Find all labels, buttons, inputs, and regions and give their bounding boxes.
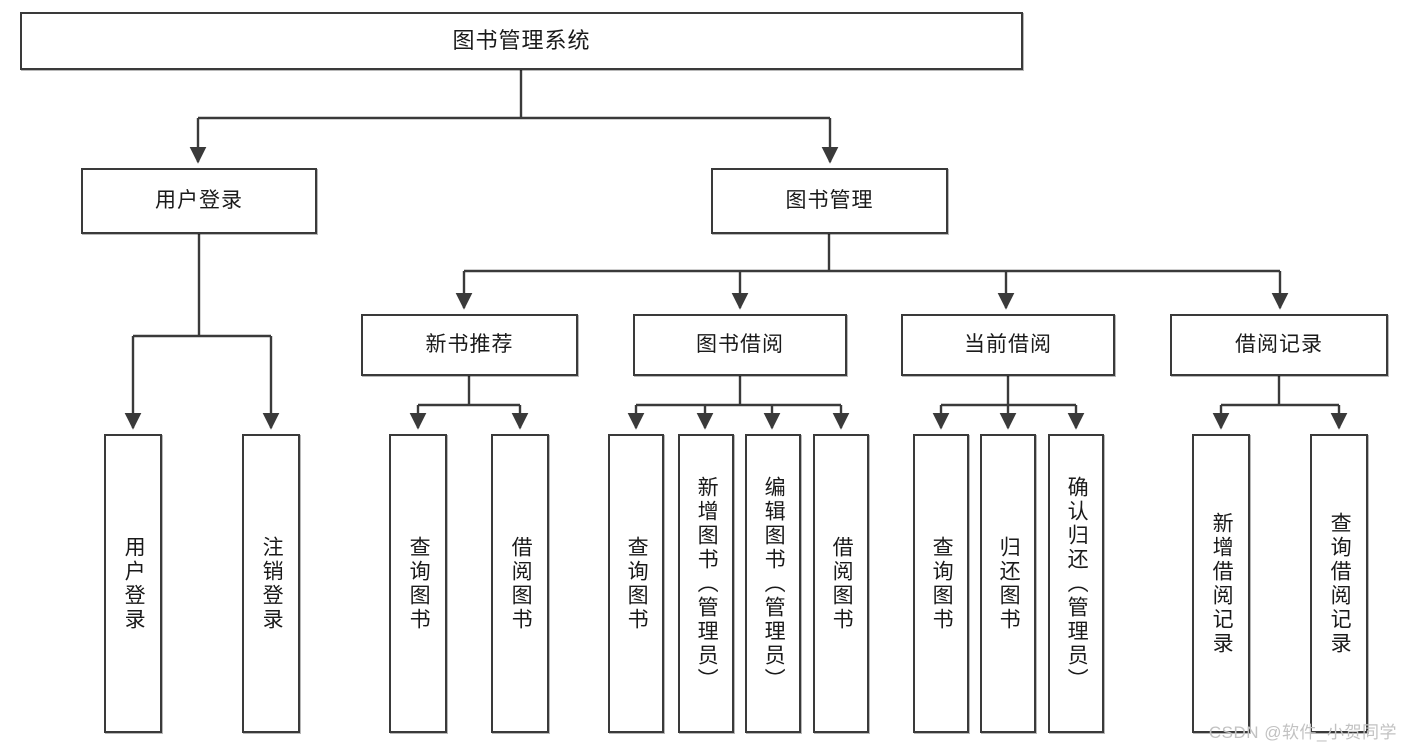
leaf-borrow-book[interactable]: 借阅图书 [813,434,869,733]
leaf-query-book-current[interactable]: 查询图书 [913,434,969,733]
leaf-query-book-recommend[interactable]: 查询图书 [389,434,447,733]
node-label: 图书管理 [785,189,874,213]
node-label: 用户登录 [155,189,243,213]
node-label: 图书管理系统 [452,27,591,53]
node-label: 图书借阅 [696,333,784,357]
node-new-book-recommend[interactable]: 新书推荐 [361,314,578,376]
node-label: 新增图书（管理员） [695,475,719,692]
node-label: 确认归还（管理员） [1065,475,1089,692]
node-root-book-management-system[interactable]: 图书管理系统 [20,12,1023,70]
node-label: 查询借阅记录 [1328,511,1352,656]
node-label: 当前借阅 [964,333,1052,357]
node-label: 查询图书 [407,535,431,632]
node-label: 新书推荐 [425,333,514,357]
node-label: 归还图书 [997,535,1021,632]
leaf-logout-login[interactable]: 注销登录 [242,434,300,733]
leaf-add-book-admin[interactable]: 新增图书（管理员） [678,434,734,733]
node-borrow-record[interactable]: 借阅记录 [1170,314,1388,376]
node-label: 新增借阅记录 [1210,511,1234,656]
node-label: 注销登录 [260,535,284,632]
leaf-query-borrow-record[interactable]: 查询借阅记录 [1310,434,1368,733]
node-book-borrow[interactable]: 图书借阅 [633,314,847,376]
node-label: 查询图书 [930,535,954,632]
node-current-borrow[interactable]: 当前借阅 [901,314,1115,376]
leaf-confirm-return-admin[interactable]: 确认归还（管理员） [1048,434,1104,733]
leaf-user-login[interactable]: 用户登录 [104,434,162,733]
node-label: 用户登录 [122,535,146,632]
node-label: 借阅图书 [509,535,533,632]
node-book-management[interactable]: 图书管理 [711,168,948,234]
leaf-add-borrow-record[interactable]: 新增借阅记录 [1192,434,1250,733]
node-label: 查询图书 [625,535,649,632]
leaf-borrow-book-recommend[interactable]: 借阅图书 [491,434,549,733]
node-label: 借阅记录 [1235,333,1323,357]
leaf-edit-book-admin[interactable]: 编辑图书（管理员） [745,434,801,733]
node-label: 借阅图书 [830,535,854,632]
node-label: 编辑图书（管理员） [762,475,786,692]
leaf-return-book[interactable]: 归还图书 [980,434,1036,733]
leaf-query-book-borrow[interactable]: 查询图书 [608,434,664,733]
csdn-watermark: CSDN @软件_小贺同学 [1208,723,1397,742]
node-user-login[interactable]: 用户登录 [81,168,317,234]
